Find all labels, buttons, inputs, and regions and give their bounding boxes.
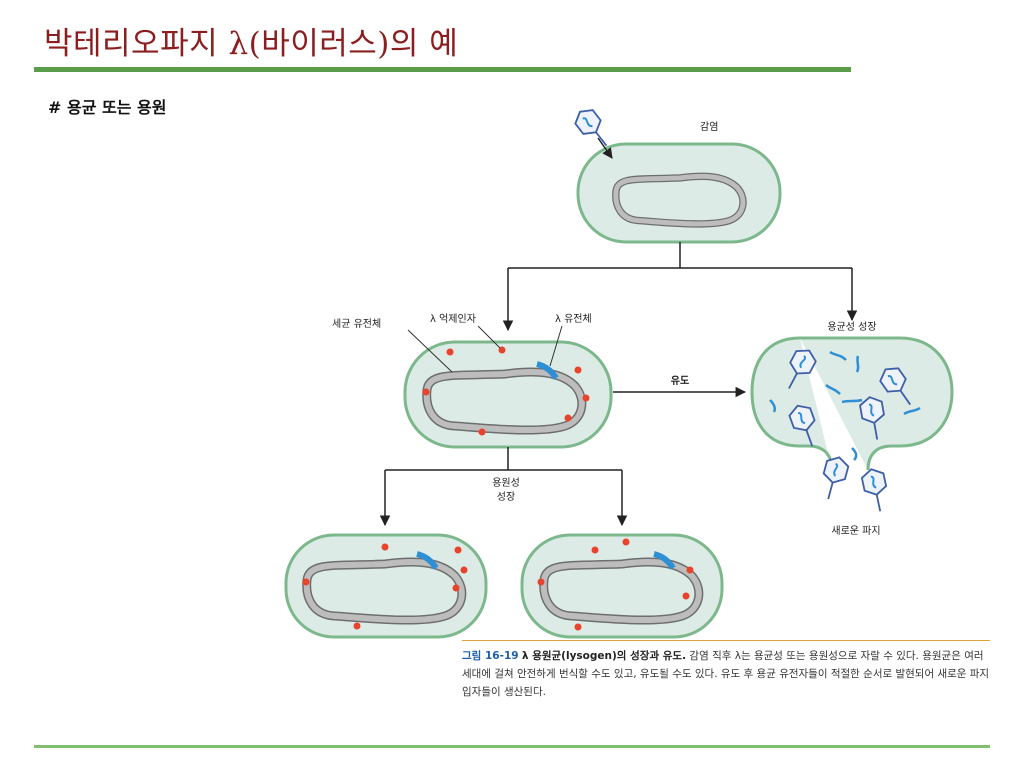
label-lysogenic-growth-line1: 용원성 xyxy=(492,477,520,489)
figure-caption: 그림 16-19 λ 용원균(lysogen)의 성장과 유도. 감염 직후 λ… xyxy=(462,640,990,701)
slide-subtitle: # 용균 또는 용원 xyxy=(48,98,167,117)
caption-figure-number: 그림 16-19 xyxy=(462,650,519,662)
daughter-left-lambda-dna xyxy=(416,551,439,570)
caption-body: 감염 직후 λ는 용균성 또는 용원성으로 자랄 수 있다. 용원균은 여러 세… xyxy=(462,650,990,698)
lysogen-repressors xyxy=(422,346,590,436)
label-lambda-genome: λ 유전체 xyxy=(555,313,592,325)
label-new-phage: 새로운 파지 xyxy=(831,525,880,537)
free-phage-dna xyxy=(769,350,921,461)
caption-title: λ 용원균(lysogen)의 성장과 유도. xyxy=(521,650,687,662)
daughter-left-repressors xyxy=(302,543,468,630)
infected-cell xyxy=(576,142,782,244)
label-lytic-growth: 용균성 성장 xyxy=(827,321,876,333)
title-underline xyxy=(34,67,851,72)
label-lambda-repressor: λ 억제인자 xyxy=(430,313,476,325)
label-induction: 유도 xyxy=(671,375,689,387)
lytic-cell xyxy=(750,336,954,471)
lysogen-lambda-dna xyxy=(536,361,559,380)
label-bacterial-genome: 세균 유전체 xyxy=(332,318,381,330)
label-lysogenic-growth-line2: 성장 xyxy=(497,491,515,503)
daughter-right-lambda-dna xyxy=(653,551,676,570)
daughter-right-repressors xyxy=(537,538,694,631)
bottom-rule xyxy=(34,745,990,748)
slide-title: 박테리오파지 λ(바이러스)의 예 xyxy=(44,26,459,62)
infecting-phage-icon xyxy=(570,103,617,154)
label-infection: 감염 xyxy=(700,121,718,133)
